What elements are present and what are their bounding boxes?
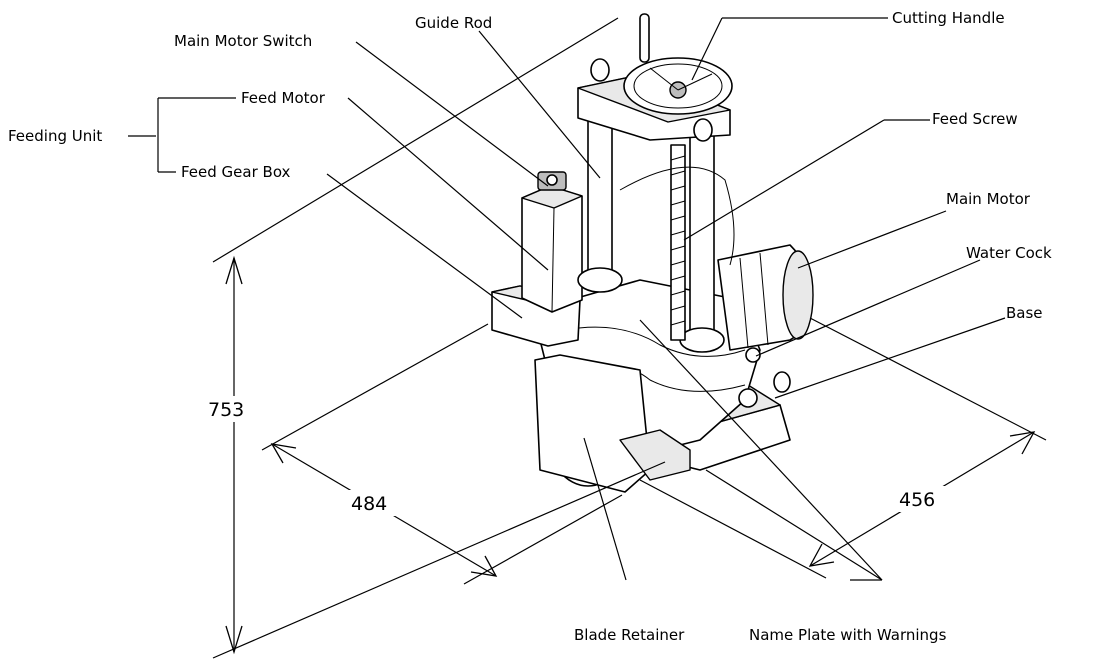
dim-753-arrow-top [225, 255, 243, 285]
feed-screw-part [670, 144, 686, 341]
leader-feed-motor [347, 97, 549, 271]
dim-753-bg [205, 396, 253, 422]
leader-feed-screw [683, 119, 885, 241]
leader-blade-retainer [583, 437, 627, 581]
handle-grip [639, 13, 650, 63]
dimension-lines: 753 484 456 [205, 17, 1047, 659]
leader-lines [128, 17, 1006, 581]
label-cutting-handle: Cutting Handle [892, 9, 1005, 27]
water-hose [619, 166, 735, 266]
dim-456-extension-left [639, 479, 827, 579]
dim-456-extension-right [809, 317, 1047, 441]
guide-rod-left [587, 119, 613, 281]
screw-threads [670, 155, 686, 326]
rod-collar-right [679, 327, 725, 353]
main-motor-end [782, 250, 814, 340]
label-name-plate: Name Plate with Warnings [749, 626, 947, 644]
valve-knob [738, 388, 758, 408]
dim-456-arrow-right [1009, 431, 1036, 455]
dim-484-bg [348, 490, 398, 516]
dim-753-text: 753 [208, 399, 244, 421]
name-plate-part [619, 429, 691, 481]
motor-rib [739, 257, 749, 349]
label-main-motor-switch: Main Motor Switch [174, 32, 312, 50]
leader-name-plate-2 [705, 469, 883, 581]
leader-guide-rod [478, 30, 601, 179]
dim-456-bg [896, 486, 946, 512]
rod-collar-left [577, 267, 623, 293]
label-guide-rod: Guide Rod [415, 14, 492, 32]
eye-bolt-left [590, 58, 610, 82]
label-feed-motor: Feed Motor [241, 89, 326, 107]
dim-extension-bottom [212, 461, 666, 659]
switch-knob [546, 174, 558, 186]
leader-feed-gear-box [326, 173, 523, 319]
feed-motor-edge [551, 207, 555, 313]
leader-cutting-handle [691, 17, 723, 81]
water-cock-part [745, 347, 761, 363]
guide-rod-right [689, 129, 715, 341]
eye-bolt-base [773, 371, 791, 393]
dim-484-arrow-right [470, 555, 498, 577]
dim-456-arrow-left [808, 543, 835, 567]
label-base: Base [1006, 304, 1043, 322]
motor-rib-2 [759, 252, 769, 346]
handle-spoke-2 [677, 73, 713, 91]
dim-456-text: 456 [899, 489, 935, 511]
leader-base [774, 317, 1006, 399]
label-feeding-unit: Feeding Unit [8, 127, 102, 145]
dim-484-text: 484 [351, 493, 387, 515]
label-blade-retainer: Blade Retainer [574, 626, 685, 644]
dim-484-extension-right [463, 494, 623, 585]
lower-housing [534, 354, 651, 493]
leader-water-cock [755, 259, 981, 357]
handle-wheel-inner [633, 63, 723, 109]
eye-bolt-right [693, 118, 713, 142]
machine-illustration [491, 13, 814, 493]
housing-edge [564, 326, 746, 357]
label-feed-gear-box: Feed Gear Box [181, 163, 291, 181]
label-water-cock: Water Cock [966, 244, 1052, 262]
dim-484-arrow-left [270, 443, 297, 464]
handle-spoke [649, 67, 679, 91]
dim-extension-top [212, 17, 619, 263]
leader-main-motor-switch [355, 41, 549, 187]
callout-labels: Cutting Handle Guide Rod Main Motor Swit… [8, 9, 1052, 644]
leader-name-plate [639, 319, 883, 581]
leader-main-motor [797, 210, 947, 269]
label-main-motor: Main Motor [946, 190, 1031, 208]
dim-753-arrow-bottom [225, 625, 243, 655]
label-feed-screw: Feed Screw [932, 110, 1018, 128]
dim-484-extension-left [261, 323, 489, 451]
